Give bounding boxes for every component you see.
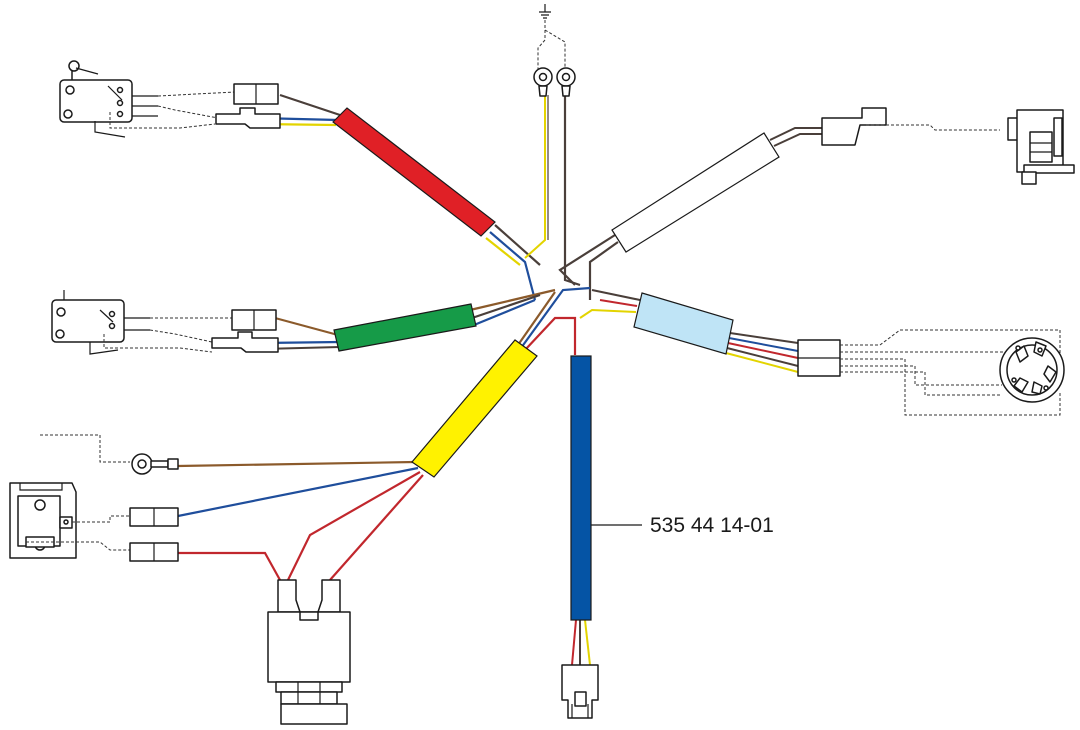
solenoid-unit bbox=[9, 482, 130, 559]
connector-top-right bbox=[821, 107, 1000, 146]
ignition-switch bbox=[999, 337, 1065, 403]
relay-connector-bottom bbox=[267, 579, 351, 725]
ring-terminal-left-side bbox=[40, 434, 179, 475]
light-blue-sleeve bbox=[633, 292, 734, 355]
red-sleeve bbox=[332, 107, 496, 237]
connector-middle-left bbox=[211, 309, 279, 353]
connector-bottom-center bbox=[561, 664, 599, 719]
part-number-label: 535 44 14-01 bbox=[650, 514, 774, 537]
rocker-switch-top-right bbox=[1007, 109, 1075, 185]
yellow-sleeve bbox=[411, 339, 538, 478]
wires bbox=[177, 93, 822, 666]
ground-icon bbox=[539, 4, 551, 19]
blue-sleeve bbox=[570, 355, 592, 621]
micro-switch-middle bbox=[51, 290, 232, 355]
connector-top-left bbox=[215, 83, 281, 129]
connector-right bbox=[797, 329, 1061, 416]
part-number-callout: 535 44 14-01 bbox=[591, 514, 774, 537]
white-sleeve bbox=[611, 132, 780, 253]
ground-ring-terminals bbox=[533, 4, 576, 97]
connectors-left-bottom bbox=[129, 507, 179, 562]
micro-switch-top bbox=[59, 60, 236, 138]
sleeves bbox=[332, 107, 780, 621]
green-sleeve bbox=[333, 303, 477, 352]
